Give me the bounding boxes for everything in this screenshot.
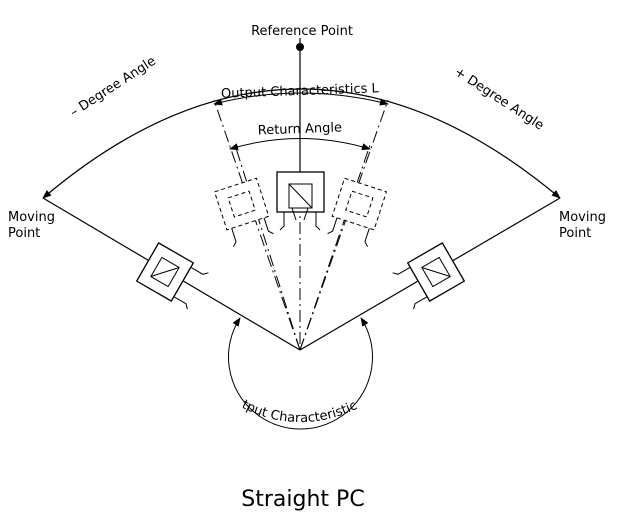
ocl-label: Output Characteristics L <box>221 81 380 102</box>
right-ghost-switch <box>327 177 388 247</box>
reference-point-label: Reference Point <box>251 24 353 39</box>
minus-degree-angle-label: – Degree Angle <box>67 54 158 121</box>
return-angle-arc <box>229 138 371 151</box>
left-moving-switch <box>135 242 209 310</box>
moving-point-right-label-line2: Point <box>559 226 591 241</box>
och-arc <box>228 317 373 430</box>
moving-point-left-label-line2: Point <box>8 226 40 241</box>
right-moving-switch <box>392 242 466 310</box>
diagram-title: Straight PC <box>241 487 364 512</box>
center-switch <box>276 171 325 231</box>
degree-angle-arc <box>42 88 561 199</box>
return-right-line <box>299 144 371 351</box>
return-left-line <box>234 144 301 351</box>
reference-point-dot <box>296 43 304 51</box>
return-angle-label: Return Angle <box>258 121 343 139</box>
ocl-left-line <box>213 99 301 351</box>
ocl-arc <box>213 92 389 106</box>
left-ghost-switch <box>213 177 274 247</box>
moving-point-right-label-line1: Moving <box>559 210 606 225</box>
plus-degree-angle-label: + Degree Angle <box>451 65 546 134</box>
moving-point-left-label-line1: Moving <box>8 210 55 225</box>
